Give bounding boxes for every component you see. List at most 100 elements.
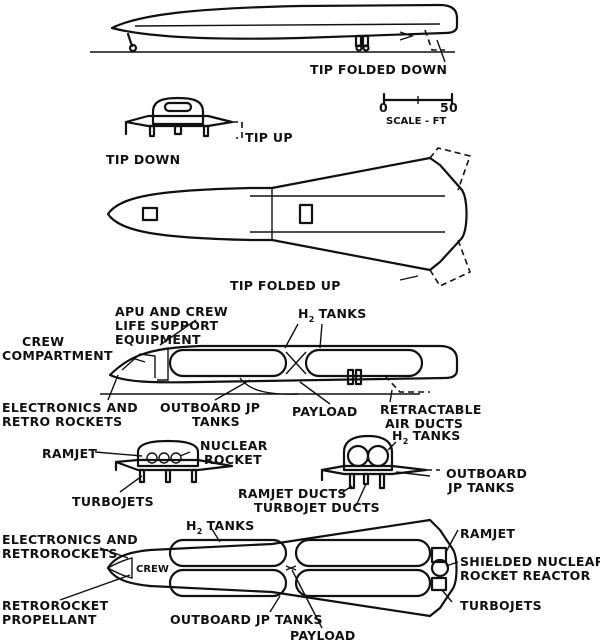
ramjet-duct-2 <box>378 472 386 490</box>
leader-tip-folded-up <box>399 275 419 281</box>
leader-retro-prop <box>59 574 131 601</box>
label-nuclear-1: NUCLEAR <box>200 438 268 453</box>
label-tip-folded-up: TIP FOLDED UP <box>230 278 341 293</box>
label-tip-up: TIP UP <box>245 130 293 145</box>
h2-tanks-text-front: TANKS <box>413 428 461 443</box>
main-wheel-1 <box>355 44 363 52</box>
leader-turbojets-right <box>441 589 453 603</box>
tip-marker <box>399 31 415 41</box>
turbojet-gear-1 <box>138 468 146 484</box>
reactor-circle <box>430 558 450 578</box>
scale-fifty: 50 <box>440 100 458 115</box>
nose-wheel <box>128 43 138 53</box>
label-payload-bottom: PAYLOAD <box>290 628 356 643</box>
scale-bar: 0 50 SCALE - FT <box>379 92 458 127</box>
tip-folded-down-outline <box>424 29 445 51</box>
tip-outline-bottom <box>429 239 472 288</box>
leader-h2-1 <box>284 323 299 349</box>
h2-tanks-text-main: TANKS <box>319 306 367 321</box>
label-crew-2: COMPARTMENT <box>2 348 113 363</box>
h2-prefix-front: H <box>392 428 403 443</box>
leader-ramjet-ducts <box>339 485 353 495</box>
front-gear-3 <box>202 124 210 138</box>
leader-outboard-jp <box>214 379 251 401</box>
leader-apu <box>159 319 197 346</box>
gear-cutaway-1 <box>346 368 355 386</box>
front-gear-2 <box>173 124 183 136</box>
apu-compartment <box>156 347 169 381</box>
label-tip-down: TIP DOWN <box>106 152 180 167</box>
fuselage-side-top <box>110 3 459 40</box>
front-right-body <box>342 434 394 472</box>
ramjet-duct-1 <box>348 472 356 490</box>
tip-outline-top <box>429 147 472 191</box>
turbojet-gear-2 <box>164 468 172 484</box>
label-electronics2-2: RETROROCKETS <box>2 546 118 561</box>
label-outboard-jp-1: OUTBOARD JP <box>160 400 260 415</box>
tip-up-outline <box>232 121 243 139</box>
h2-tank-circle-2 <box>366 444 390 468</box>
label-nuclear-2: ROCKET <box>204 452 262 467</box>
top-view-upper: TIP FOLDED UP <box>106 147 472 293</box>
gear-cutaway-2 <box>354 368 363 386</box>
h2-tank-top-1 <box>168 538 288 568</box>
planform-outline-lower <box>106 518 458 618</box>
h2-tank-circle-1 <box>346 444 370 468</box>
h2-tank-top-2 <box>168 568 288 598</box>
front-window-upper <box>163 101 193 113</box>
payload-bay-lines <box>285 351 307 375</box>
window-2 <box>298 203 314 225</box>
label-ramjet-left: RAMJET <box>42 446 97 461</box>
label-electronics2-1: ELECTRONICS AND <box>2 532 138 547</box>
leader-retractable <box>389 389 393 403</box>
front-gear-1 <box>148 124 156 138</box>
label-crew-nose: CREW <box>136 564 169 575</box>
front-canopy-upper <box>151 96 205 126</box>
nose-electronics-bay <box>106 557 133 579</box>
air-duct-outline <box>384 375 430 393</box>
payload-bay-top <box>285 565 297 571</box>
label-ramjet-right: RAMJET <box>460 526 515 541</box>
label-outboard-right-2: JP TANKS <box>447 480 515 495</box>
label-retro-prop-2: PROPELLANT <box>2 612 97 627</box>
h2-prefix-bottom: H <box>186 518 197 533</box>
label-outboard-jp-bottom: OUTBOARD JP TANKS <box>170 612 323 627</box>
ramjet-circle-3 <box>170 452 182 464</box>
h2-tank-top-3 <box>294 538 432 568</box>
leader-turbojets-left <box>119 475 143 493</box>
scale-zero: 0 <box>379 100 388 115</box>
leader-electronics-2 <box>99 547 129 559</box>
fuselage-detail-line <box>134 23 441 27</box>
leader-h2-front <box>387 441 397 451</box>
leader-payload-bottom <box>291 569 323 629</box>
leader-electronics <box>107 374 119 401</box>
crew-nose-bg <box>138 555 158 581</box>
label-retractable-2: AIR DUCTS <box>385 416 463 431</box>
front-left-body <box>136 439 200 468</box>
leader-crew <box>131 357 146 363</box>
label-turbojets-left: TURBOJETS <box>72 494 154 509</box>
turbojet-gear-3 <box>190 468 198 484</box>
label-apu-3: EQUIPMENT <box>115 332 201 347</box>
fuselage-longeron-lines <box>250 195 445 233</box>
label-ramjet-ducts: RAMJET DUCTS <box>238 486 347 501</box>
ramjet-circle-2 <box>158 452 170 464</box>
leader-h2-bottom <box>209 525 221 543</box>
leader-ramjet-left <box>94 451 143 457</box>
ramjet-circle-1 <box>146 452 158 464</box>
h2-tank-main-1 <box>168 348 288 378</box>
front-view-upper: TIP UP TIP DOWN <box>106 96 293 167</box>
crew-compartment <box>121 353 156 378</box>
front-view-left: RAMJET NUCLEAR ROCKET TURBOJETS <box>42 438 268 509</box>
label-outboard-right-1: OUTBOARD <box>446 466 527 481</box>
label-retro-prop-1: RETROROCKET <box>2 598 109 613</box>
label-crew-1: CREW <box>22 334 64 349</box>
label-payload-side: PAYLOAD <box>292 404 358 419</box>
side-view-top: TIP FOLDED DOWN <box>90 3 459 77</box>
label-shielded-2: ROCKET REACTOR <box>460 568 591 583</box>
leader-nuclear <box>179 451 191 457</box>
